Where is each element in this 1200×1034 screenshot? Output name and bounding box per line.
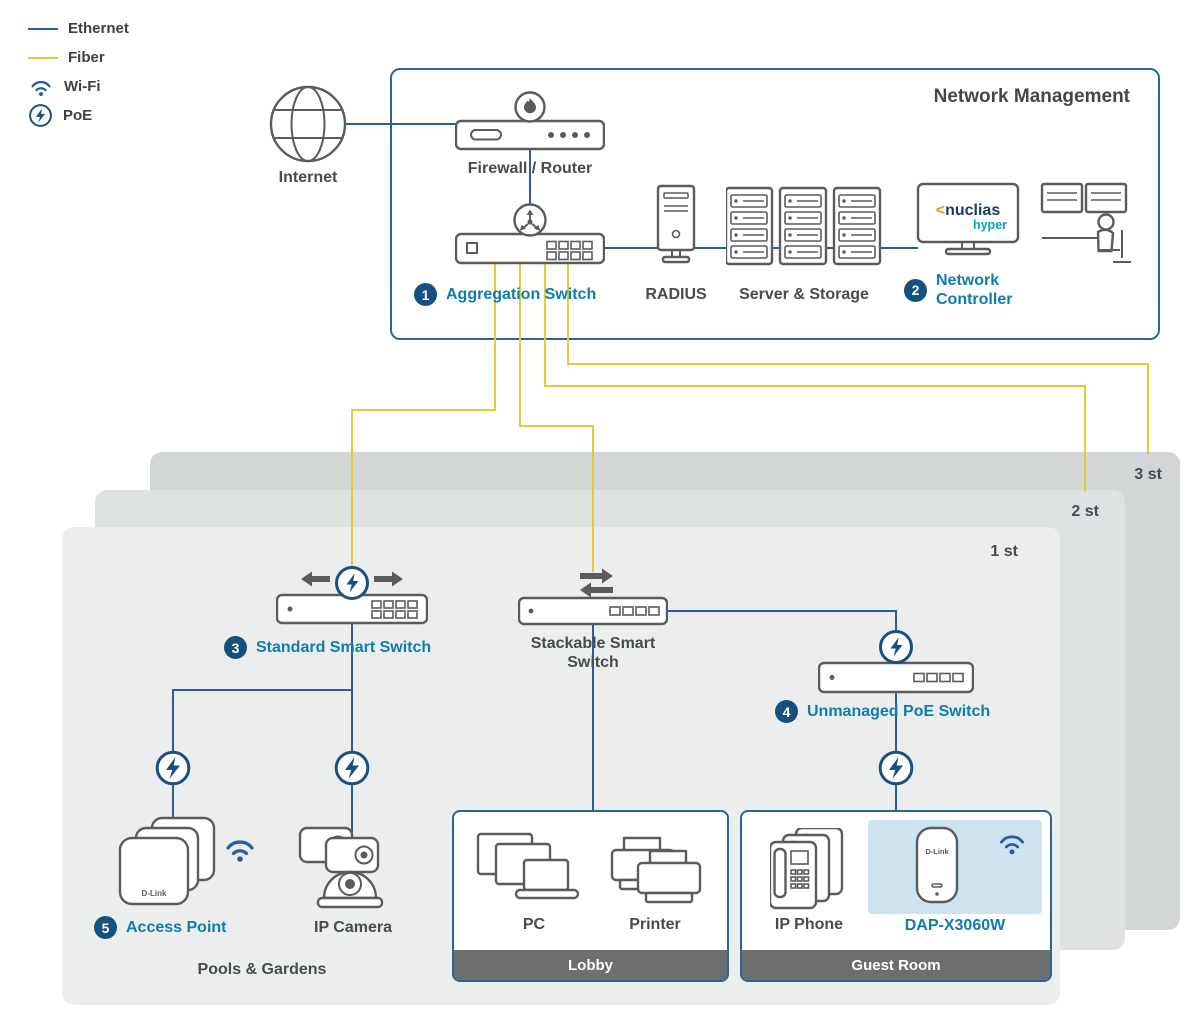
brand-label: D-Link <box>925 847 949 856</box>
internet-globe-icon <box>269 85 347 163</box>
fiber-to-floor-2 <box>544 263 1086 492</box>
poe-icon <box>29 104 52 127</box>
operator-icon <box>1040 182 1131 263</box>
pc-icon <box>476 832 580 900</box>
legend-item-fiber: Fiber <box>28 43 129 72</box>
printer-icon <box>610 836 702 904</box>
firewall-router-label: Firewall / Router <box>467 160 593 177</box>
ip-camera-icon <box>298 826 384 909</box>
network-management-box <box>390 68 1160 340</box>
dome-camera-icon <box>316 870 384 909</box>
guest-room-box: D-Link IP Phone DAP-X3060W Guest Room <box>740 810 1052 982</box>
poe-icon <box>335 566 369 600</box>
stackable-smart-switch-label: Stackable Smart Switch <box>530 635 656 671</box>
internet-label: Internet <box>278 169 338 186</box>
access-point-callout: 5 Access Point <box>94 916 226 939</box>
nuclias-monitor-icon: <nuclias hyper <box>916 182 1020 256</box>
legend-wifi-label: Wi-Fi <box>64 78 101 95</box>
floor-1-label: 1 st <box>990 543 1018 560</box>
legend-fiber-label: Fiber <box>68 49 105 66</box>
standard-smart-switch-icon <box>276 566 428 625</box>
ethernet-line-swatch <box>28 27 58 30</box>
fiber-to-standard-switch <box>351 263 496 572</box>
link-switch-ap <box>172 689 352 852</box>
fiber-line-swatch <box>28 56 58 59</box>
legend: Ethernet Fiber Wi-Fi PoE <box>28 14 129 130</box>
badge-2: 2 <box>904 278 927 302</box>
standard-smart-switch-label: Standard Smart Switch <box>256 639 432 656</box>
poe-icon <box>879 630 913 664</box>
access-point-label: Access Point <box>126 919 227 936</box>
arrow-right-icon <box>374 571 403 587</box>
floor-2-label: 2 st <box>1071 503 1099 520</box>
nuclias-logo: <nuclias <box>936 202 1001 219</box>
lobby-bar: Lobby <box>454 950 727 980</box>
server-rack-2 <box>778 186 828 266</box>
badge-1: 1 <box>414 283 437 306</box>
unmanaged-poe-switch-callout: 4 Unmanaged PoE Switch <box>775 700 990 723</box>
guest-room-bar: Guest Room <box>742 950 1050 980</box>
access-point-icon: D-Link <box>118 816 216 906</box>
radius-server-icon <box>656 184 696 264</box>
network-controller-callout: 2 Network Controller <box>904 271 1012 309</box>
nuclias-hyper-label: hyper <box>973 218 1007 232</box>
server-storage-label: Server & Storage <box>739 286 869 303</box>
pools-gardens-label: Pools & Gardens <box>197 961 327 978</box>
firewall-router-icon <box>455 91 605 151</box>
aggregation-switch-label: Aggregation Switch <box>446 286 597 303</box>
switch-ports <box>371 600 418 619</box>
printer-front <box>636 849 702 904</box>
printer-label: Printer <box>629 916 681 933</box>
legend-item-poe: PoE <box>28 101 129 130</box>
box-camera-icon <box>324 836 380 874</box>
fiber-to-stackable-switch <box>519 263 594 572</box>
ip-camera-label: IP Camera <box>314 919 392 936</box>
poe-icon <box>155 750 191 786</box>
aggregation-switch-callout: 1 Aggregation Switch <box>414 283 596 306</box>
wifi-icon <box>31 80 51 96</box>
legend-ethernet-label: Ethernet <box>68 20 129 37</box>
unmanaged-poe-switch-label: Unmanaged PoE Switch <box>807 703 991 720</box>
flame-icon <box>524 98 536 114</box>
switch-ports <box>913 672 964 683</box>
wifi-icon <box>226 840 254 862</box>
network-controller-label: Network Controller <box>936 272 1013 308</box>
stack-arrow-right-icon <box>580 568 613 584</box>
network-management-title: Network Management <box>933 86 1130 107</box>
server-rack-3 <box>832 186 882 266</box>
switch-ports <box>546 240 593 261</box>
server-storage-icon <box>726 186 882 266</box>
brand-label: D-Link <box>142 889 167 898</box>
badge-3: 3 <box>224 636 247 659</box>
wifi-icon <box>1000 835 1024 855</box>
ip-phone-icon <box>770 828 844 910</box>
switch-ports <box>609 606 660 616</box>
phone-front <box>770 840 818 910</box>
dap-x3060w-icon: D-Link <box>915 826 959 904</box>
dap-x3060w-label: DAP-X3060W <box>904 917 1006 934</box>
share-icon <box>519 209 541 231</box>
unmanaged-poe-switch-icon <box>818 630 974 694</box>
legend-item-wifi: Wi-Fi <box>28 72 129 101</box>
poe-icon <box>334 750 370 786</box>
standard-smart-switch-callout: 3 Standard Smart Switch <box>224 636 431 659</box>
floor-3-label: 3 st <box>1134 466 1162 483</box>
stack-arrow-left-icon <box>580 582 613 598</box>
lobby-box: PC Printer Lobby <box>452 810 729 982</box>
fiber-to-floor-3 <box>567 263 1149 454</box>
stackable-smart-switch-icon <box>518 568 668 626</box>
badge-4: 4 <box>775 700 798 723</box>
legend-poe-label: PoE <box>63 107 93 124</box>
aggregation-switch-icon <box>455 203 605 265</box>
radius-label: RADIUS <box>645 286 707 303</box>
poe-icon <box>878 750 914 786</box>
arrow-left-icon <box>301 571 330 587</box>
badge-5: 5 <box>94 916 117 939</box>
legend-item-ethernet: Ethernet <box>28 14 129 43</box>
ip-phone-label: IP Phone <box>774 916 844 933</box>
server-rack-1 <box>726 186 774 266</box>
phone-keypad <box>790 869 810 889</box>
pc-label: PC <box>522 916 546 933</box>
